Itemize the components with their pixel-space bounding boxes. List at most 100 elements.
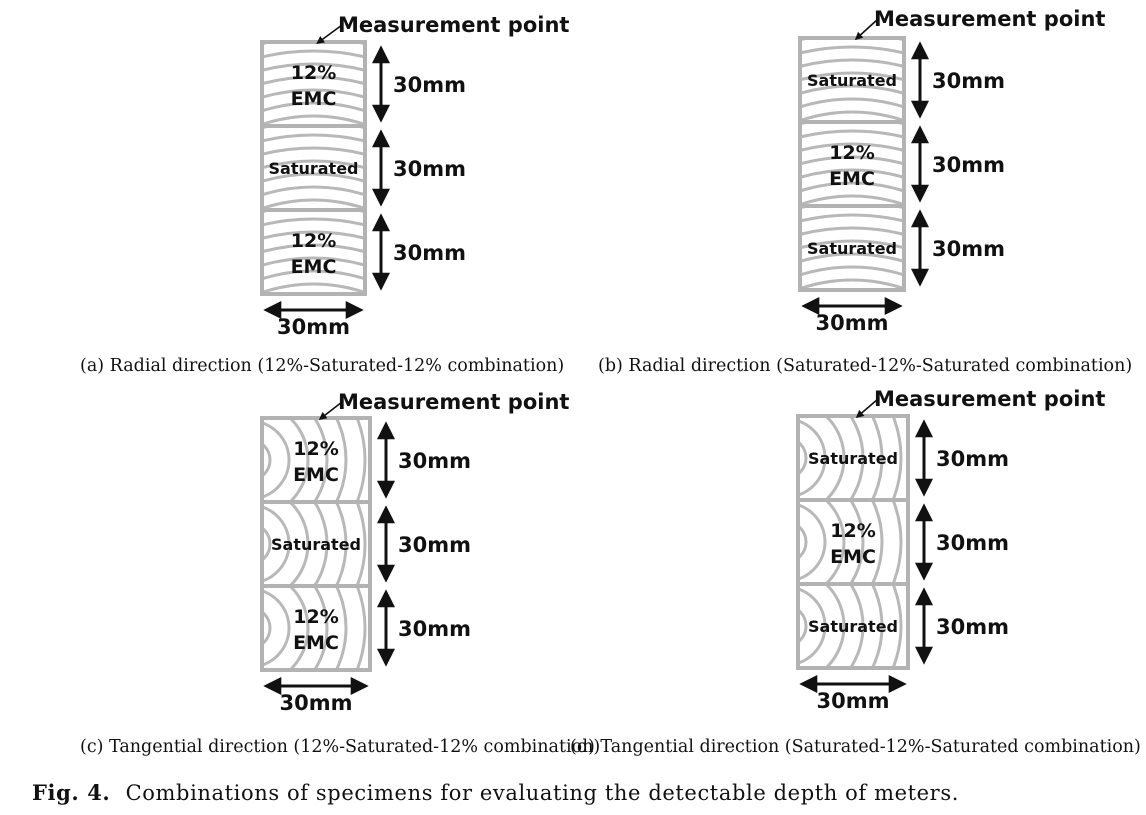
- growth-ring: [264, 101, 363, 112]
- specimen-block-outline: [798, 204, 906, 292]
- measurement-point-label: Measurement point: [874, 7, 1105, 31]
- growth-ring: [264, 88, 363, 99]
- specimen-block-outline: [260, 416, 372, 504]
- growth-ring: [892, 586, 903, 666]
- height-dimension-label: 30mm: [936, 447, 1009, 471]
- growth-ring: [314, 588, 329, 668]
- growth-rings: [264, 504, 367, 584]
- growth-ring: [850, 586, 865, 666]
- growth-ring: [264, 230, 363, 240]
- growth-rings: [800, 502, 903, 582]
- block-moisture-label: 12%: [293, 606, 338, 628]
- growth-rings: [800, 418, 903, 498]
- growth-ring: [802, 278, 902, 288]
- growth-ring: [802, 265, 902, 277]
- growth-ring: [264, 256, 363, 267]
- growth-rings: [264, 128, 363, 208]
- growth-rings: [800, 586, 903, 666]
- specimen-block: Saturated: [796, 582, 910, 670]
- measurement-point-pointer: [318, 401, 343, 420]
- growth-ring: [800, 609, 808, 643]
- growth-ring: [264, 269, 363, 280]
- specimen-block: 12%EMC: [260, 40, 367, 128]
- growth-ring: [264, 422, 291, 498]
- growth-ring: [335, 504, 348, 584]
- growth-ring: [289, 588, 310, 668]
- specimen-block: Saturated: [798, 204, 906, 292]
- growth-ring: [802, 129, 902, 139]
- width-dimension-label: 30mm: [817, 689, 890, 713]
- growth-ring: [800, 525, 808, 559]
- block-saturated-label: Saturated: [807, 239, 897, 258]
- growth-ring: [314, 420, 329, 500]
- block-saturated-label: Saturated: [808, 449, 898, 468]
- block-moisture-label: 12%: [829, 142, 874, 164]
- growth-ring: [264, 146, 363, 156]
- specimen-block: Saturated: [798, 36, 906, 124]
- growth-ring: [892, 418, 903, 498]
- growth-ring: [356, 504, 367, 584]
- growth-ring: [264, 114, 363, 124]
- block-saturated-label: Saturated: [807, 71, 897, 90]
- growth-ring: [825, 586, 846, 666]
- growth-ring: [264, 590, 291, 666]
- growth-ring: [800, 504, 827, 580]
- specimen-block-outline: [260, 208, 367, 296]
- growth-ring: [871, 586, 884, 666]
- growth-rings: [802, 124, 902, 204]
- specimen-block: 12%EMC: [260, 208, 367, 296]
- specimen-block: 12%EMC: [260, 584, 372, 672]
- growth-ring: [802, 155, 902, 165]
- growth-ring: [264, 527, 272, 561]
- block-moisture-label: EMC: [291, 88, 337, 110]
- measurement-point-pointer: [855, 398, 879, 419]
- growth-ring: [264, 172, 363, 183]
- height-dimension-label: 30mm: [932, 237, 1005, 261]
- growth-rings: [802, 40, 902, 120]
- growth-ring: [264, 611, 272, 645]
- growth-ring: [825, 418, 846, 498]
- growth-ring: [892, 502, 903, 582]
- growth-ring: [871, 418, 884, 498]
- block-saturated-label: Saturated: [271, 535, 361, 554]
- panel-caption: (c) Tangential direction (12%-Saturated-…: [80, 737, 600, 757]
- growth-ring: [314, 504, 329, 584]
- specimen-block: Saturated: [796, 414, 910, 502]
- block-saturated-label: Saturated: [269, 159, 359, 178]
- specimen-block-outline: [260, 500, 372, 588]
- growth-ring: [264, 185, 363, 196]
- growth-ring: [825, 502, 846, 582]
- growth-ring: [800, 588, 827, 664]
- growth-ring: [356, 420, 367, 500]
- specimen-block-outline: [798, 120, 906, 208]
- panel-caption: (a) Radial direction (12%-Saturated-12% …: [80, 356, 564, 376]
- specimen-block: Saturated: [260, 124, 367, 212]
- block-saturated-label: Saturated: [808, 617, 898, 636]
- specimen-block-outline: [796, 498, 910, 586]
- block-moisture-label: EMC: [293, 464, 339, 486]
- specimen-block-outline: [796, 582, 910, 670]
- growth-ring: [802, 194, 902, 204]
- measurement-point-pointer: [316, 24, 343, 44]
- height-dimension-label: 30mm: [398, 533, 471, 557]
- measurement-point-label: Measurement point: [338, 13, 569, 37]
- width-dimension-label: 30mm: [277, 315, 350, 339]
- block-moisture-label: 12%: [830, 520, 875, 542]
- growth-ring: [264, 133, 363, 143]
- growth-rings: [264, 588, 367, 668]
- width-dimension-label: 30mm: [816, 311, 889, 335]
- growth-ring: [264, 506, 291, 582]
- growth-ring: [802, 213, 902, 223]
- growth-ring: [264, 159, 363, 169]
- specimen-block: 12%EMC: [798, 120, 906, 208]
- growth-ring: [800, 441, 808, 475]
- measurement-point-pointer: [854, 18, 879, 41]
- growth-ring: [802, 168, 902, 179]
- panel-caption: (b) Radial direction (Saturated-12%-Satu…: [598, 356, 1132, 376]
- growth-ring: [264, 49, 363, 59]
